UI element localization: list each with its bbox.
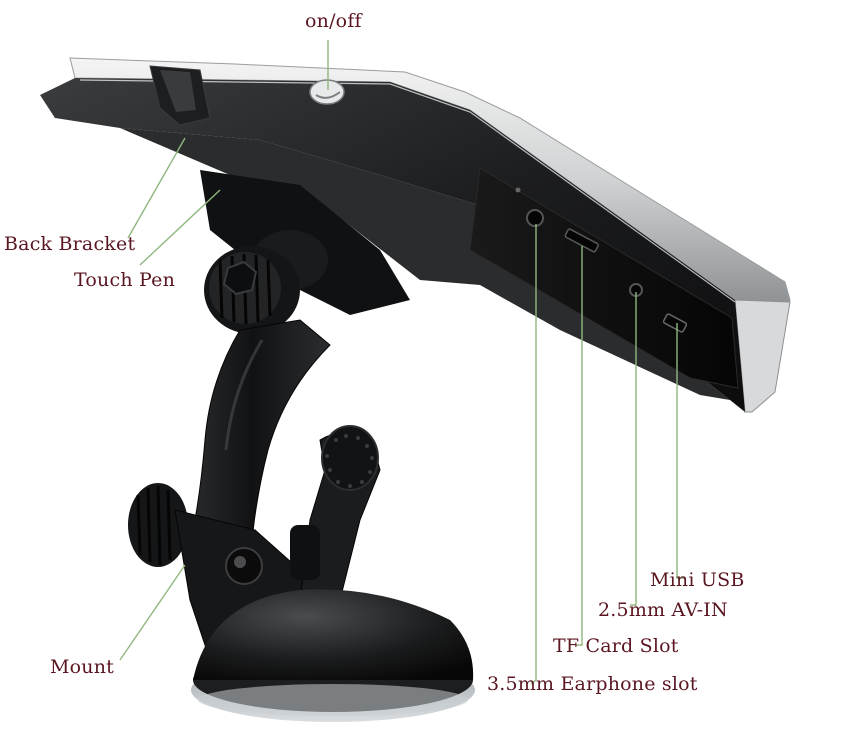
- leader-touch-pen: [139, 189, 221, 266]
- label-mount: Mount: [50, 656, 115, 678]
- leader-av-in: [630, 292, 637, 606]
- label-on-off: on/off: [305, 10, 362, 32]
- leader-tf-card: [576, 246, 583, 646]
- label-earphone-slot: 3.5mm Earphone slot: [487, 673, 698, 695]
- suction-cup: [191, 589, 475, 722]
- label-tf-card-slot: TF Card Slot: [553, 635, 679, 657]
- earphone-jack-icon: [526, 209, 544, 227]
- back-bracket-clip: [149, 65, 211, 126]
- mini-usb-port-icon: [662, 313, 688, 333]
- callout-lines: [119, 40, 686, 685]
- upper-knob: [204, 246, 300, 334]
- suction-lever: [290, 425, 381, 601]
- label-touch-pen: Touch Pen: [74, 269, 176, 291]
- mount-assembly: [128, 170, 475, 722]
- lower-knob: [128, 483, 188, 567]
- label-back-bracket: Back Bracket: [4, 233, 136, 255]
- leader-earphone: [530, 224, 537, 685]
- power-button-icon: [309, 79, 345, 105]
- label-mini-usb: Mini USB: [650, 569, 745, 591]
- label-av-in: 2.5mm AV-IN: [598, 599, 728, 621]
- leader-back-bracket: [127, 137, 186, 239]
- ports: [515, 187, 688, 333]
- leader-mount: [119, 564, 186, 661]
- leader-mini-usb: [676, 323, 686, 579]
- tf-card-slot-icon: [564, 228, 599, 253]
